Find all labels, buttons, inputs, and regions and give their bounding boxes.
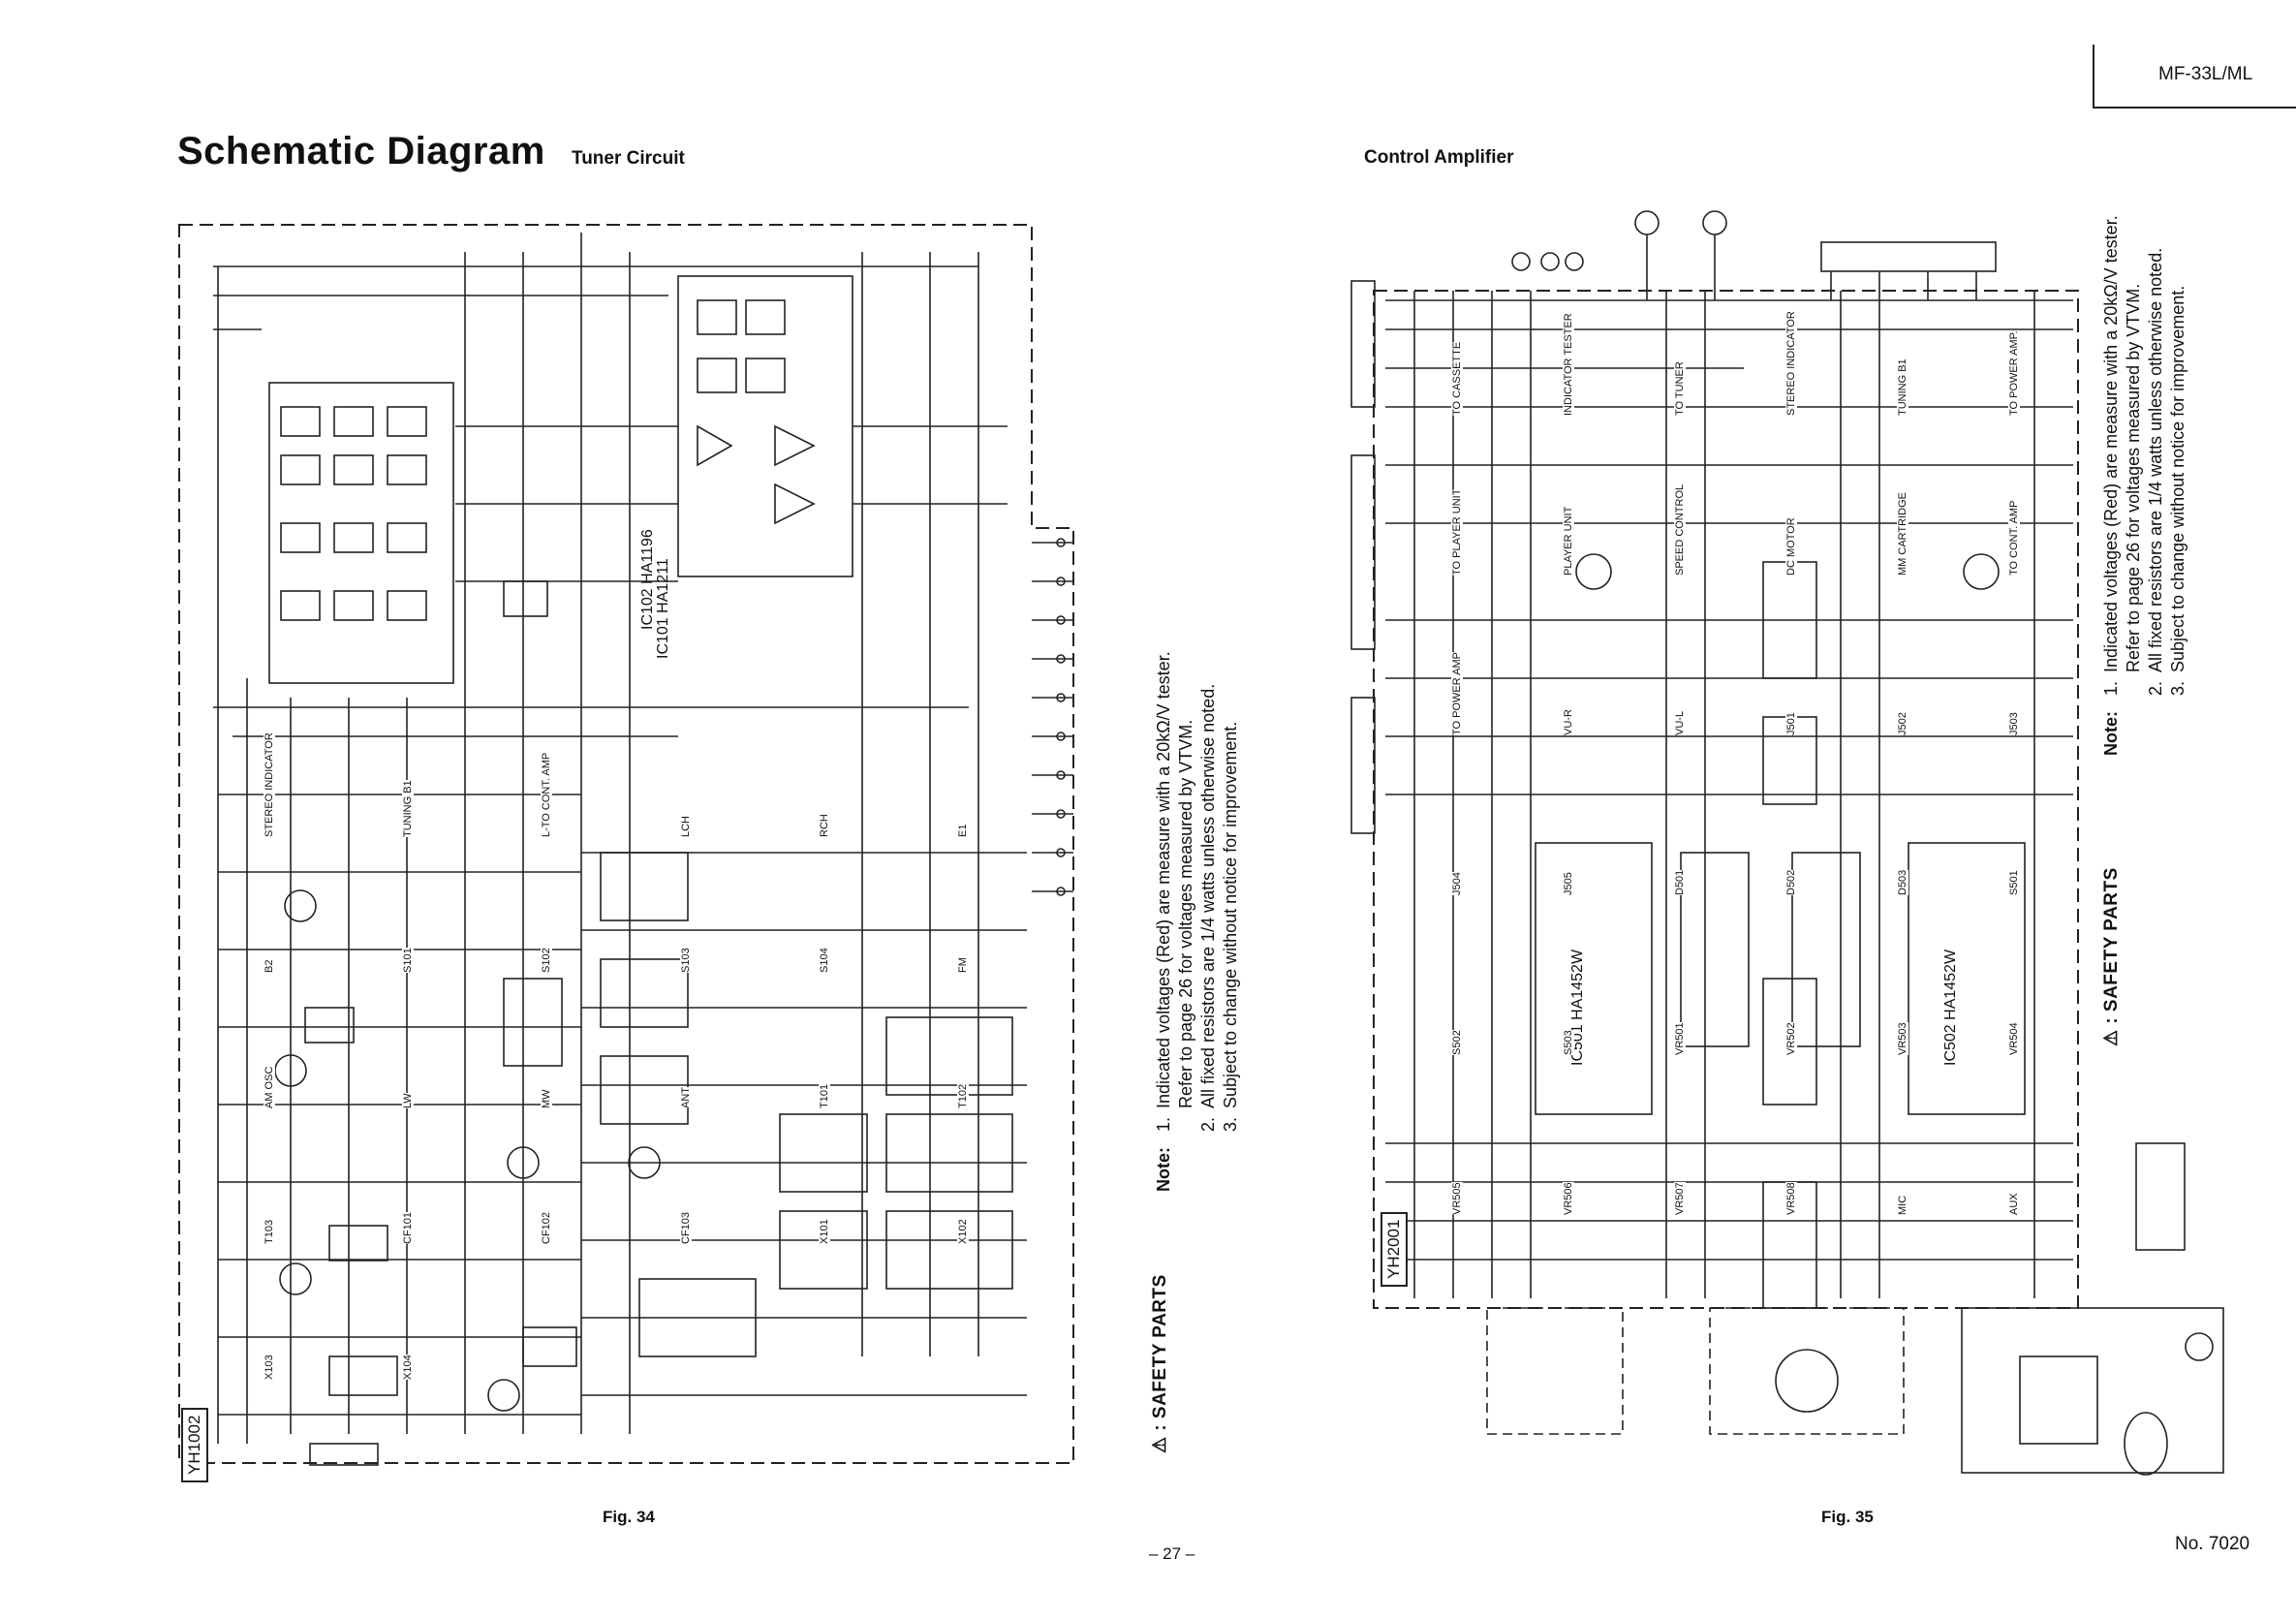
control-component-label-14: VU-L [1673,710,1686,735]
safety-parts-right: ⚠ : SAFETY PARTS [2101,867,2122,1046]
control-component-label-32: VR507 [1673,1182,1686,1215]
tuner-component-label-2: L-TO CONT. AMP [541,752,553,837]
note-1-line-1: Indicated voltages (Red) are measure wit… [1154,651,1173,1108]
note-3: Subject to change without notice for imp… [1221,721,1240,1108]
control-board-id: YH2001 [1381,1211,1408,1287]
tuner-component-label-23: X102 [957,1219,970,1244]
document-number: No. 7020 [2175,1534,2250,1554]
tuner-component-label-4: RCH [819,814,830,837]
control-component-label-26: VR501 [1673,1022,1686,1055]
control-component-label-23: S501 [2007,870,2020,895]
tuner-component-label-8: S102 [541,948,553,973]
tuner-component-label-0: STEREO INDICATOR [263,732,275,837]
control-component-label-2: TO TUNER [1673,361,1686,416]
figure-35-caption: Fig. 35 [1821,1508,1874,1526]
control-component-label-33: VR508 [1784,1182,1797,1215]
control-component-label-34: MIC [1896,1195,1908,1215]
tuner-component-label-21: CF103 [679,1211,692,1244]
tuner-component-label-5: E1 [957,824,970,837]
control-component-label-0: TO CASSETTE [1450,341,1463,416]
ic502-label: IC502 HA1452W [1942,949,1959,1066]
control-component-label-31: VR506 [1562,1182,1574,1215]
control-component-label-15: J501 [1784,712,1797,735]
control-component-label-11: TO CONT. AMP [2007,500,2020,576]
control-component-label-29: VR504 [2007,1022,2020,1055]
note-1-line-2: Refer to page 26 for voltages measured b… [2124,283,2143,672]
safety-parts-middle: ⚠ : SAFETY PARTS [1150,1274,1170,1453]
tuner-section-title: Tuner Circuit [572,148,685,169]
control-component-label-1: INDICATOR TESTER [1562,313,1574,416]
tuner-component-label-3: LCH [679,815,692,837]
notes-middle: Note:1.Indicated voltages (Red) are meas… [1154,651,1240,1192]
control-component-label-20: D501 [1673,869,1686,895]
tuner-component-label-12: AM OSC [263,1066,275,1108]
page-number: – 27 – [1149,1544,1195,1563]
control-component-label-6: TO PLAYER UNIT [1450,488,1463,576]
control-component-label-8: SPEED CONTROL [1673,483,1686,576]
control-component-label-22: D503 [1896,869,1908,895]
note-1-line-1: Indicated voltages (Red) are measure wit… [2101,215,2121,672]
note-label: Note: [1154,1147,1173,1192]
note-1-line-2: Refer to page 26 for voltages measured b… [1176,719,1195,1108]
tuner-component-label-24: X103 [263,1355,275,1380]
control-component-label-27: VR502 [1784,1022,1797,1055]
tuner-component-label-1: TUNING B1 [402,780,414,837]
note-3: Subject to change without notice for imp… [2168,285,2187,672]
model-header-box [2093,45,2296,109]
control-component-label-21: D502 [1784,869,1797,895]
page-title: Schematic Diagram [177,130,545,172]
control-component-label-12: TO POWER AMP [1450,652,1463,735]
tuner-component-label-16: T101 [819,1083,830,1108]
control-component-label-5: TO POWER AMP. [2007,330,2020,416]
tuner-component-label-11: FM [957,957,970,973]
control-component-label-19: J505 [1562,872,1574,895]
tuner-component-label-13: LW [402,1093,414,1108]
note-label: Note: [2101,711,2121,756]
control-component-label-28: VR503 [1896,1022,1908,1055]
tuner-component-label-6: B2 [263,959,275,973]
tuner-component-label-9: S103 [679,948,692,973]
control-component-label-17: J503 [2007,712,2020,735]
tuner-component-label-20: CF102 [541,1211,553,1244]
control-component-label-9: DC MOTOR [1784,517,1797,576]
tuner-component-label-14: MW [541,1089,553,1108]
tuner-component-label-15: ANT [679,1087,692,1108]
control-component-label-24: S502 [1450,1030,1463,1055]
tuner-component-label-25: X104 [402,1355,414,1380]
note-2: All fixed resistors are 1/4 watts unless… [2146,247,2165,672]
tuner-component-label-17: T102 [957,1083,970,1108]
control-component-label-4: TUNING B1 [1896,358,1908,416]
notes-right: Note:1.Indicated voltages (Red) are meas… [2101,215,2187,756]
control-component-label-30: VR505 [1450,1182,1463,1215]
tuner-component-label-10: S104 [819,948,830,973]
tuner-component-label-22: X101 [819,1219,830,1244]
control-section-title: Control Amplifier [1364,147,1514,168]
figure-34-caption: Fig. 34 [603,1508,655,1526]
note-2: All fixed resistors are 1/4 watts unless… [1198,683,1218,1108]
control-component-label-10: MM CARTRIDGE [1896,492,1908,576]
control-component-label-16: J502 [1896,712,1908,735]
control-component-label-7: PLAYER UNIT [1562,506,1574,576]
control-component-label-25: S503 [1562,1030,1574,1055]
tuner-component-label-7: S101 [402,948,414,973]
control-component-label-18: J504 [1450,872,1463,895]
model-number: MF-33L/ML [2158,64,2253,84]
control-component-label-35: AUX [2007,1193,2020,1215]
tuner-component-label-18: T103 [263,1219,275,1244]
control-component-label-13: VU-R [1562,709,1574,735]
tuner-component-label-19: CF101 [402,1211,414,1244]
control-component-label-3: STEREO INDICATOR [1784,311,1797,416]
